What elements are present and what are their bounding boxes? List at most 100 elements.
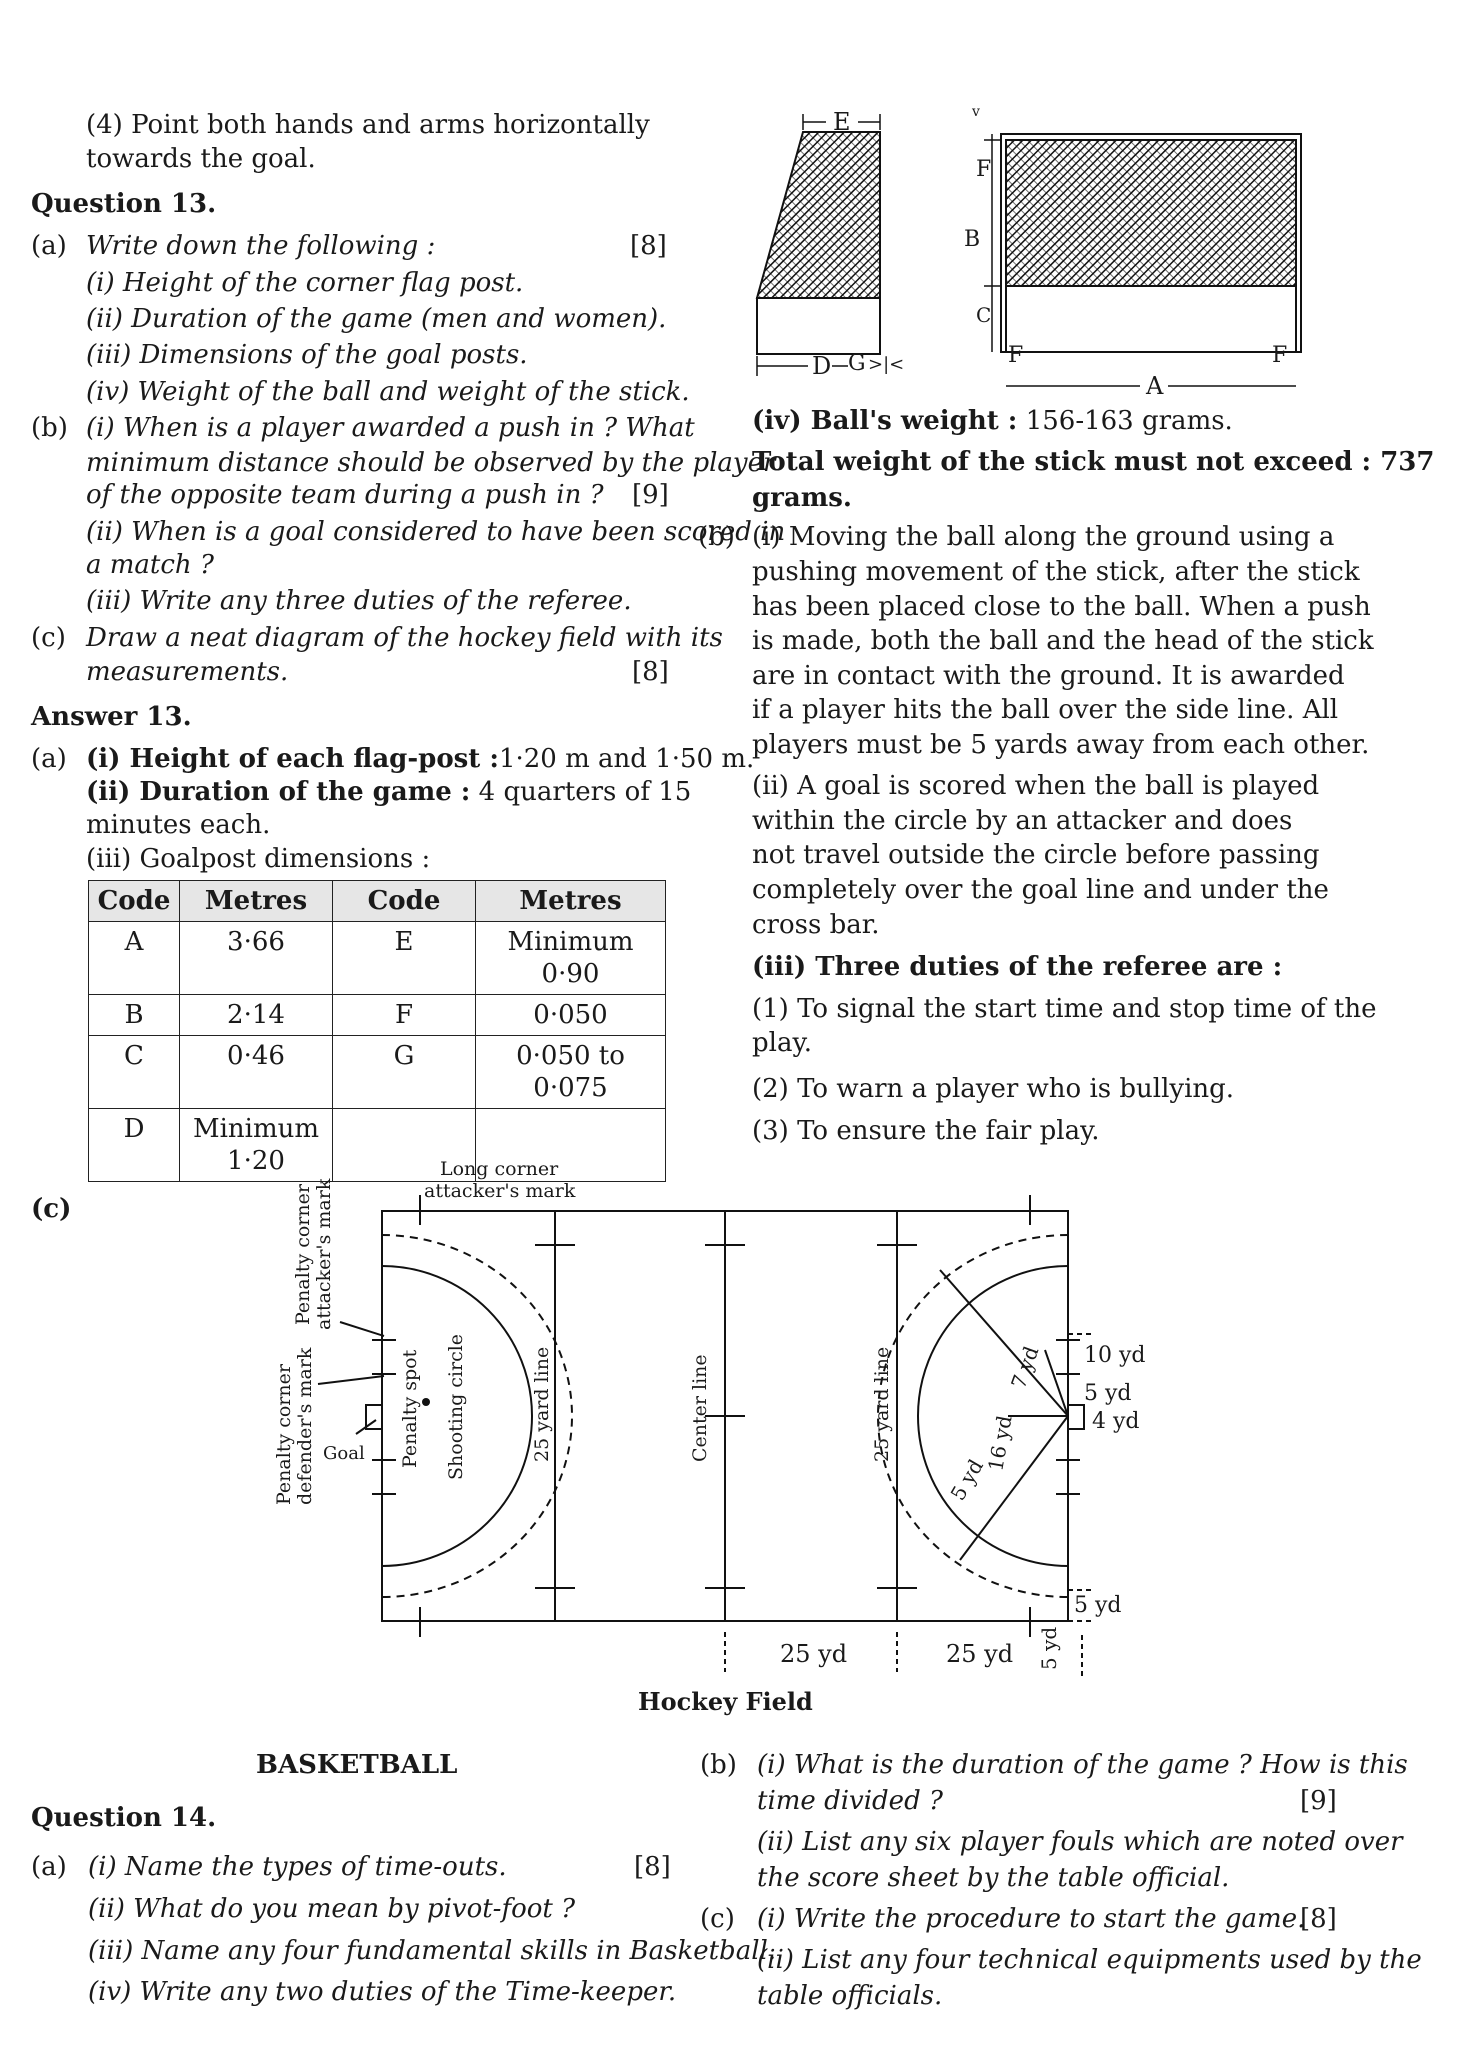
a13b-ii-line3: not travel outside the circle before pas… — [752, 840, 1320, 870]
q13b-ii-line1: (ii) When is a goal considered to have b… — [86, 517, 786, 547]
ball-weight: (iv) Ball's weight : 156-163 grams. — [752, 404, 1233, 438]
question-14-title: Question 14. — [31, 1803, 217, 1833]
a13b-i-line1: (i) Moving the ball along the ground usi… — [752, 522, 1335, 552]
yard25-left-label: 25 yard line — [531, 1347, 553, 1462]
q14c-label: (c) — [700, 1904, 735, 1934]
q13a-marks: [8] — [630, 231, 667, 261]
table-header: Metres — [179, 880, 333, 922]
yard25-right-label: 25 yard line — [871, 1347, 893, 1462]
duty-1-line2: play. — [752, 1028, 812, 1058]
table-cell: 2·14 — [179, 994, 333, 1036]
q14b-ii-line2: the score sheet by the table official. — [757, 1863, 1230, 1893]
hockey-field-caption: Hockey Field — [638, 1687, 813, 1716]
q14c-ii-line1: (ii) List any four technical equipments … — [757, 1945, 1422, 1975]
goal-post-diagram: E D G >|< v F B C F F A — [755, 108, 1302, 400]
q13a-label: (a) — [31, 231, 67, 261]
q14a-i: (i) Name the types of time-outs. — [88, 1852, 507, 1882]
shooting-circle-label: Shooting circle — [445, 1334, 467, 1480]
duty-2: (2) To warn a player who is bullying. — [752, 1074, 1235, 1104]
long-corner-line1: Long corner — [440, 1158, 559, 1180]
a13c-label: (c) — [31, 1194, 72, 1224]
ball-weight-value: 156-163 grams. — [1025, 406, 1233, 436]
a13a-i-bold: (i) Height of each flag-post : — [86, 744, 499, 774]
a13a-ii-value: 4 quarters of 15 — [478, 777, 692, 807]
goal-side-view: E D G >|< — [755, 108, 904, 380]
a13b-ii-line4: completely over the goal line and under … — [752, 875, 1329, 905]
question-13-title: Question 13. — [31, 189, 217, 219]
table-cell: 0·050 — [475, 994, 666, 1036]
q14b-marks: [9] — [1300, 1786, 1337, 1816]
stick-weight-line1: Total weight of the stick must not excee… — [752, 447, 1435, 477]
q14a-iv: (iv) Write any two duties of the Time-ke… — [88, 1977, 677, 2007]
a13a-label: (a) — [31, 744, 67, 774]
table-cell: 0·46 — [179, 1035, 333, 1109]
a13b-i-line4: is made, both the ball and the head of t… — [752, 626, 1374, 656]
right-dashed-circle — [877, 1234, 1069, 1598]
q13b-i-line3: of the opposite team during a push in ? — [86, 480, 604, 510]
q14b-label: (b) — [700, 1750, 737, 1780]
penalty-spot-label: Penalty spot — [399, 1349, 421, 1468]
goal-g-arrow-icon: >|< — [868, 354, 904, 375]
long-corner-line2: attacker's mark — [424, 1180, 576, 1202]
a13b-ii-line5: cross bar. — [752, 910, 880, 940]
q13a-item-4: (iv) Weight of the ball and weight of th… — [86, 377, 690, 407]
table-cell: 3·66 — [179, 921, 333, 995]
a13b-i-line2: pushing movement of the stick, after the… — [752, 557, 1360, 587]
left-dashed-circle — [381, 1234, 573, 1598]
duty-3: (3) To ensure the fair play. — [752, 1116, 1100, 1146]
table-cell: E — [332, 921, 476, 995]
table-cell: C — [88, 1035, 180, 1109]
q14b-i-line2: time divided ? — [757, 1786, 943, 1816]
dim-5yd-c: 5 yd — [1074, 1593, 1122, 1618]
hockey-field-diagram: Long corner attacker's mark Penalty corn… — [273, 1158, 1146, 1678]
goal-label-e: E — [833, 108, 851, 136]
goal-front-view: v F B C F F A — [964, 108, 1302, 400]
a13b-i-line3: has been placed close to the ball. When … — [752, 592, 1371, 622]
a13b-i-line7: players must be 5 yards away from each o… — [752, 730, 1370, 760]
q13c-line2: measurements. — [86, 657, 289, 687]
goal-down-arrow-icon: v — [971, 108, 980, 120]
table-header: Code — [332, 880, 476, 922]
q13c-label: (c) — [31, 623, 66, 653]
q14c-i: (i) Write the procedure to start the gam… — [757, 1904, 1306, 1934]
dim-16yd: 16 yd — [983, 1413, 1016, 1472]
a13b-i-line6: if a player hits the ball over the side … — [752, 695, 1339, 725]
penalty-attacker-line2: attacker's mark — [313, 1178, 335, 1330]
q14a-marks: [8] — [634, 1852, 671, 1882]
q13a-item-2: (ii) Duration of the game (men and women… — [86, 304, 667, 334]
q13b-i-line2: minimum distance should be observed by t… — [86, 448, 776, 478]
q12-point4-line1: (4) Point both hands and arms horizontal… — [86, 110, 650, 140]
table-cell: B — [88, 994, 180, 1036]
a13b-label: (b) — [698, 522, 735, 552]
table-cell: D — [88, 1108, 180, 1182]
penalty-spot-dot — [422, 1398, 430, 1406]
answer-13-title: Answer 13. — [31, 702, 192, 732]
dim-10yd: 10 yd — [1084, 1343, 1146, 1368]
table-header-row: Code Metres Code Metres — [88, 880, 666, 922]
q13b-label: (b) — [31, 413, 68, 443]
dim-25yd-b: 25 yd — [946, 1640, 1013, 1668]
goal-label-c: C — [976, 303, 991, 327]
right-shooting-circle — [917, 1265, 1069, 1567]
dim-4yd: 4 yd — [1092, 1409, 1140, 1434]
table-cell: A — [88, 921, 180, 995]
goal-label-f-right: F — [1272, 343, 1287, 368]
a13a-iii: (iii) Goalpost dimensions : — [86, 844, 431, 874]
q14c-marks: [8] — [1300, 1904, 1337, 1934]
q13b-iii: (iii) Write any three duties of the refe… — [86, 586, 632, 616]
dim-5yd-b: 5 yd — [946, 1455, 988, 1505]
a13b-i-line5: are in contact with the ground. It is aw… — [752, 661, 1345, 691]
goal-label-b: B — [964, 227, 980, 252]
dim-5yd-d: 5 yd — [1037, 1627, 1061, 1670]
goal-label-f-left: F — [1008, 343, 1023, 368]
q14a-iii: (iii) Name any four fundamental skills i… — [88, 1936, 777, 1966]
a13b-ii-line2: within the circle by an attacker and doe… — [752, 806, 1293, 836]
q14a-ii: (ii) What do you mean by pivot-foot ? — [88, 1894, 576, 1924]
goal-label-d: D — [812, 352, 831, 380]
table-cell — [475, 1108, 666, 1182]
